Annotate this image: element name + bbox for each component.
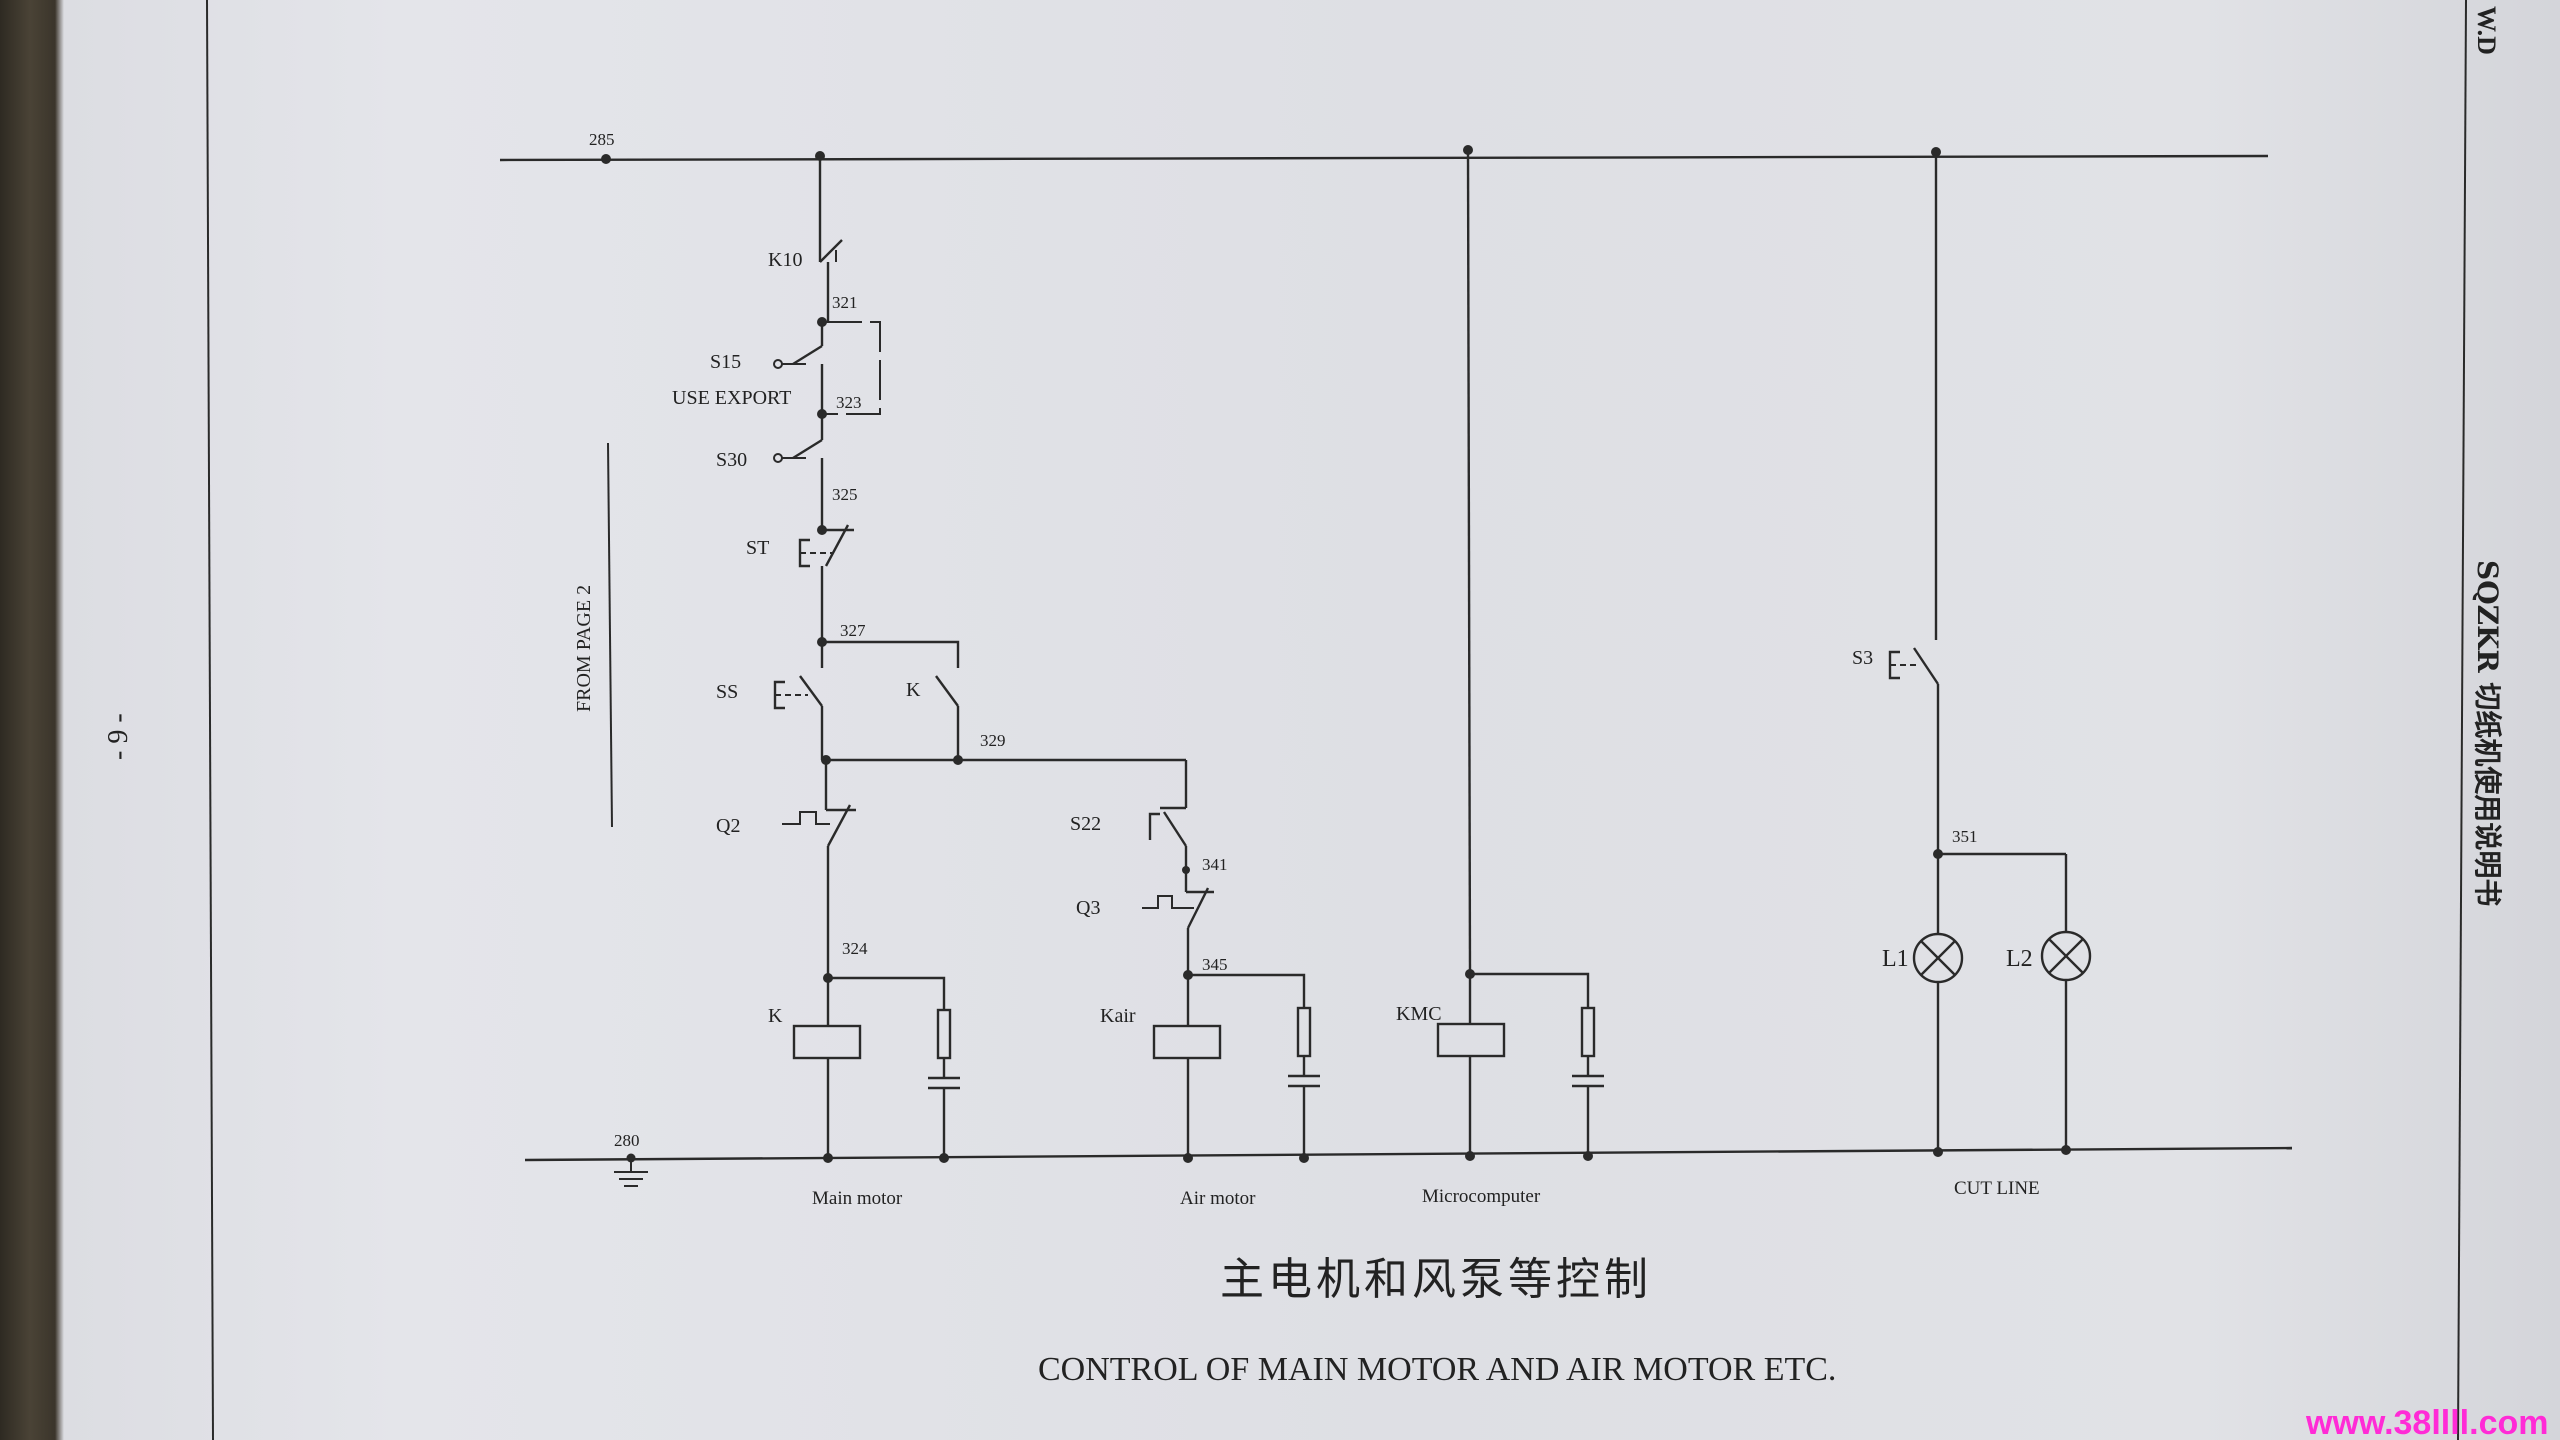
label-ss: SS [716, 681, 738, 703]
label-s3: S3 [1852, 647, 1873, 669]
rail-dot [601, 154, 611, 164]
s3-button [1913, 647, 1939, 685]
wire-324: 324 [842, 939, 868, 958]
label-use-export: USE EXPORT [672, 387, 791, 409]
watermark: www.38llll.com [2305, 1404, 2548, 1440]
label-s22: S22 [1070, 813, 1101, 835]
q3-overload [1186, 887, 1210, 929]
caption-air-motor: Air motor [1180, 1188, 1256, 1209]
s15-switch [792, 344, 823, 366]
caption-microcomputer: Microcomputer [1422, 1186, 1541, 1207]
k10-contact [819, 239, 843, 263]
left-border [206, 0, 214, 1440]
ground-icon [614, 1153, 648, 1187]
kmc-coil [1436, 1022, 1506, 1058]
right-border [2457, 0, 2467, 1440]
label-k-contact: K [906, 679, 921, 701]
air-motor-branch [1142, 760, 1320, 1163]
page-number: - 9 - [103, 713, 134, 760]
wire-323: 323 [836, 393, 862, 412]
q2-overload [826, 804, 852, 847]
wire-341: 341 [1202, 855, 1228, 874]
main-motor-branch [773, 151, 1186, 1163]
label-q2: Q2 [716, 815, 740, 837]
wire-325: 325 [832, 485, 858, 504]
lamp-l1-icon [1912, 932, 1964, 984]
wire-327: 327 [840, 621, 866, 640]
ss-button [799, 675, 823, 707]
label-kair: Kair [1100, 1005, 1136, 1027]
from-page-line [607, 442, 613, 828]
s30-switch [792, 438, 823, 460]
label-k-coil: K [768, 1005, 783, 1027]
label-s30: S30 [716, 449, 747, 471]
wire-351: 351 [1952, 827, 1978, 846]
caption-cut-line: CUT LINE [1954, 1178, 2040, 1199]
from-page-label: FROM PAGE 2 [573, 585, 595, 712]
microcomputer-branch [1436, 145, 1604, 1161]
label-q3: Q3 [1076, 897, 1100, 919]
label-l1: L1 [1882, 946, 1909, 972]
label-k10: K10 [768, 249, 802, 271]
top-rail [499, 154, 2269, 162]
kair-coil [1152, 1024, 1222, 1060]
lamp-l2-icon [2040, 930, 2092, 982]
label-kmc: KMC [1396, 1003, 1442, 1025]
s22-button [1162, 811, 1188, 847]
diagram-title-en: CONTROL OF MAIN MOTOR AND AIR MOTOR ETC. [1038, 1351, 1836, 1388]
label-st: ST [746, 537, 769, 559]
diagram-title-zh: 主电机和风泵等控制 [1220, 1254, 1652, 1305]
label-l2: L2 [2006, 946, 2033, 972]
st-button [824, 524, 850, 567]
side-manual-title: SQZKR 切纸机使用说明书 [2471, 560, 2504, 906]
wire-329: 329 [980, 731, 1006, 750]
wire-280: 280 [614, 1131, 640, 1150]
wire-321: 321 [832, 293, 858, 312]
wire-345: 345 [1202, 955, 1228, 974]
k-coil [792, 1024, 862, 1060]
wire-285: 285 [589, 130, 615, 149]
bottom-rail [524, 1146, 2293, 1162]
cut-line-branch [1888, 147, 2092, 1157]
corner-text: W.D [2472, 6, 2501, 55]
caption-main-motor: Main motor [812, 1188, 903, 1209]
k-hold-contact [935, 675, 959, 707]
label-s15: S15 [710, 351, 741, 373]
